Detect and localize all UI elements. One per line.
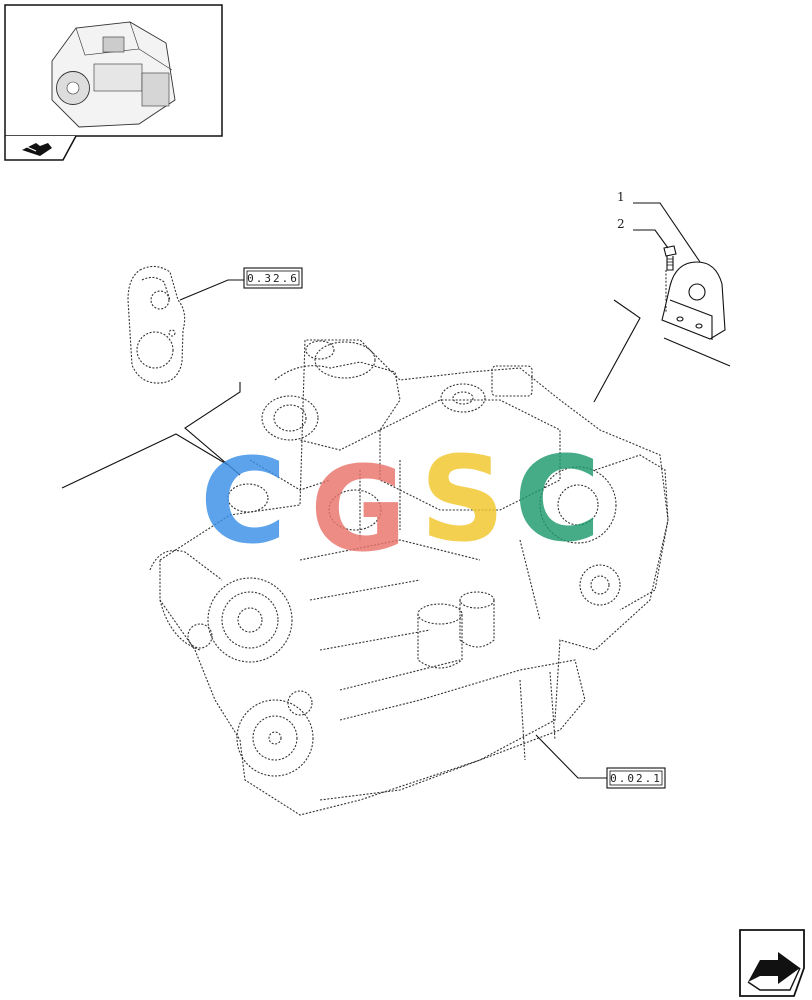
book-arrow-icon [22,143,52,156]
watermark-letter-s: S [420,430,505,568]
reference-0-32-6[interactable]: 0.32.6 [179,267,303,301]
thumbnail-panel[interactable] [4,4,223,161]
reference-0-02-1[interactable]: 0.02.1 [535,734,666,789]
watermark-letter-c1: C [200,432,287,570]
gasket-drawing [127,265,186,384]
callout-2-number: 2 [617,217,625,231]
callout-1-number: 1 [617,190,625,204]
watermark-letter-c2: C [514,430,601,568]
watermark: C G S C [200,430,601,578]
gasket-location-leader-left [61,433,229,489]
next-page-arrow-icon[interactable] [739,929,805,997]
engine-drawing [149,339,669,816]
reference-label-top: 0.32.6 [247,272,299,285]
bracket-leader-right [663,337,731,367]
callout-2: 2 [617,217,669,249]
bracket-leader-left [593,299,641,403]
bracket-part [661,261,726,340]
watermark-letter-g: G [310,440,407,578]
callout-1: 1 [617,190,701,263]
gasket-location-leader [184,382,241,476]
engine-thumbnail-icon [51,21,176,128]
reference-label-bottom: 0.02.1 [610,772,662,785]
bolt-part [663,245,677,271]
